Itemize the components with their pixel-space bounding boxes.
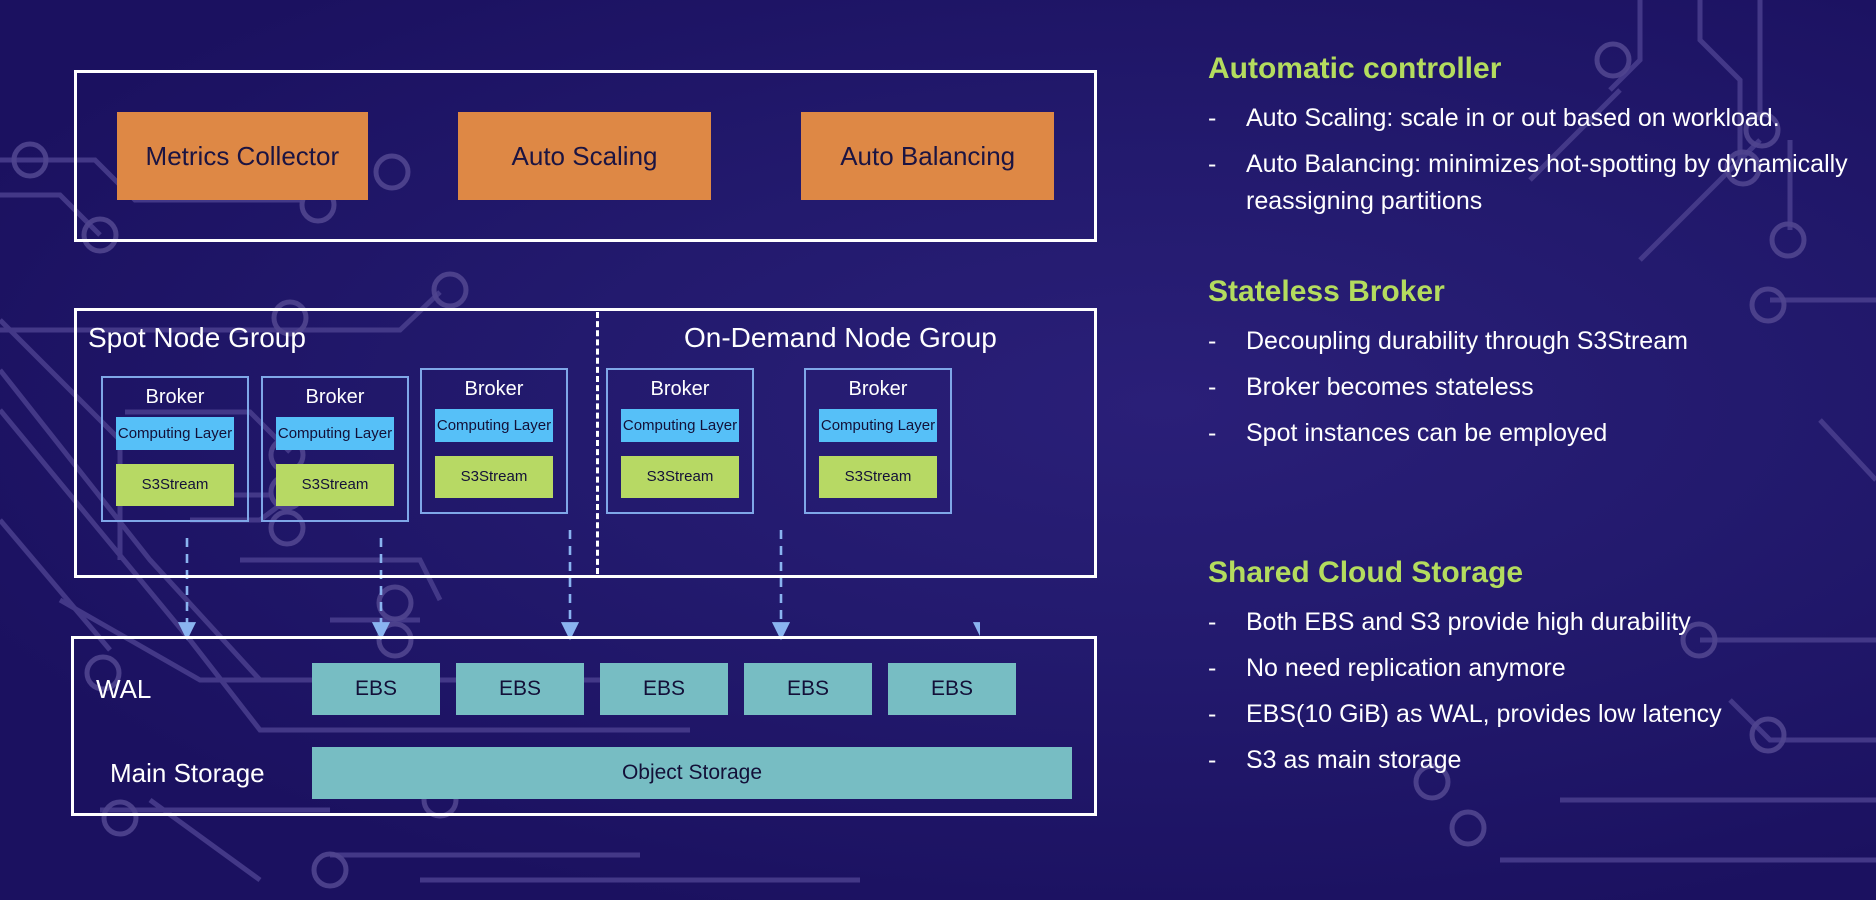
bullet-text: Auto Scaling: scale in or out based on w… [1246, 104, 1780, 132]
bullet-text: Auto Balancing: minimizes hot-spotting b… [1246, 150, 1848, 215]
broker-title: Broker [650, 378, 710, 400]
bullet-marker: - [1208, 700, 1217, 728]
on-demand-node-group-title: On-Demand Node Group [684, 322, 997, 353]
broker-title: Broker [848, 378, 908, 400]
bullet-item: - Broker becomes stateless [1208, 369, 1858, 405]
bullet-text: S3 as main storage [1246, 746, 1462, 775]
bullet-marker: - [1208, 373, 1217, 401]
computing-layer-box: Computing Layer [621, 409, 739, 443]
broker-card[interactable]: Broker Computing Layer S3Stream [101, 376, 249, 522]
ebs-box[interactable]: EBS [312, 663, 440, 715]
wal-row: WAL EBS EBS EBS EBS EBS [96, 657, 1072, 721]
section-shared-cloud-storage: Shared Cloud Storage - Both EBS and S3 p… [1208, 556, 1858, 779]
s3stream-box: S3Stream [116, 464, 234, 506]
bullet-marker: - [1208, 150, 1217, 179]
broker-card[interactable]: Broker Computing Layer S3Stream [261, 376, 409, 522]
ebs-box[interactable]: EBS [456, 663, 584, 715]
ebs-box[interactable]: EBS [744, 663, 872, 715]
ebs-strip: EBS EBS EBS EBS EBS [312, 663, 1072, 715]
bullet-marker: - [1208, 746, 1217, 775]
shared-cloud-storage-panel: WAL EBS EBS EBS EBS EBS Main Storage Obj… [71, 636, 1097, 816]
automatic-controller-panel: Metrics Collector Auto Scaling Auto Bala… [74, 70, 1097, 242]
computing-layer-box: Computing Layer [116, 417, 234, 451]
bullet-item: - Decoupling durability through S3Stream [1208, 323, 1858, 359]
computing-layer-box: Computing Layer [276, 417, 394, 451]
section-automatic-controller: Automatic controller - Auto Scaling: sca… [1208, 52, 1858, 219]
bullet-item: - No need replication anymore [1208, 650, 1858, 686]
controller-box-row: Metrics Collector Auto Scaling Auto Bala… [77, 73, 1094, 239]
bullet-marker: - [1208, 104, 1217, 132]
broker-title: Broker [464, 378, 524, 400]
section-stateless-broker: Stateless Broker - Decoupling durability… [1208, 275, 1858, 452]
broker-card[interactable]: Broker Computing Layer S3Stream [804, 368, 952, 514]
broker-title: Broker [305, 386, 365, 408]
node-group-divider [596, 312, 599, 574]
ebs-box[interactable]: EBS [600, 663, 728, 715]
bullet-item: - Both EBS and S3 provide high durabilit… [1208, 604, 1858, 640]
s3stream-box: S3Stream [276, 464, 394, 506]
section-heading: Automatic controller [1208, 52, 1502, 85]
main-storage-label: Main Storage [110, 757, 265, 788]
bullet-text: No need replication anymore [1246, 653, 1566, 682]
computing-layer-box: Computing Layer [435, 409, 553, 443]
architecture-diagram: Metrics Collector Auto Scaling Auto Bala… [71, 70, 1097, 816]
bullet-item: - S3 as main storage [1208, 742, 1858, 778]
s3stream-box: S3Stream [819, 456, 937, 498]
bullet-marker: - [1208, 419, 1217, 448]
bullet-item: - Auto Scaling: scale in or out based on… [1208, 100, 1858, 136]
broker-card[interactable]: Broker Computing Layer S3Stream [420, 368, 568, 514]
bullet-item: - EBS(10 GiB) as WAL, provides low laten… [1208, 696, 1858, 732]
bullet-marker: - [1208, 326, 1217, 355]
main-storage-row: Main Storage Object Storage [96, 741, 1072, 805]
ebs-box[interactable]: EBS [888, 663, 1016, 715]
node-group-panel [74, 308, 1097, 578]
computing-layer-box: Computing Layer [819, 409, 937, 443]
metrics-collector-box[interactable]: Metrics Collector [117, 112, 368, 200]
broker-row: Broker Computing Layer S3Stream Broker C… [74, 368, 1097, 568]
bullet-item: - Auto Balancing: minimizes hot-spotting… [1208, 146, 1858, 219]
object-storage-box[interactable]: Object Storage [312, 747, 1072, 799]
bullet-text: Both EBS and S3 provide high durability [1246, 607, 1691, 636]
spot-node-group-title: Spot Node Group [88, 322, 306, 353]
bullet-marker: - [1208, 653, 1217, 682]
broker-title: Broker [145, 386, 205, 408]
auto-balancing-box[interactable]: Auto Balancing [801, 112, 1054, 200]
bullet-text: Spot instances can be employed [1246, 419, 1608, 448]
s3stream-box: S3Stream [435, 456, 553, 498]
bullet-item: - Spot instances can be employed [1208, 415, 1858, 451]
section-heading: Shared Cloud Storage [1208, 555, 1524, 589]
bullet-text: Decoupling durability through S3Stream [1246, 326, 1688, 355]
broker-card[interactable]: Broker Computing Layer S3Stream [606, 368, 754, 514]
section-heading: Stateless Broker [1208, 274, 1445, 308]
bullet-text: EBS(10 GiB) as WAL, provides low latency [1246, 700, 1722, 728]
auto-scaling-box[interactable]: Auto Scaling [457, 112, 712, 200]
feature-text-column: Automatic controller - Auto Scaling: sca… [1208, 52, 1858, 789]
wal-label: WAL [96, 673, 152, 704]
bullet-text: Broker becomes stateless [1246, 373, 1534, 401]
s3stream-box: S3Stream [621, 456, 739, 498]
bullet-marker: - [1208, 607, 1217, 636]
storage-rows: WAL EBS EBS EBS EBS EBS Main Storage Obj… [74, 639, 1094, 813]
